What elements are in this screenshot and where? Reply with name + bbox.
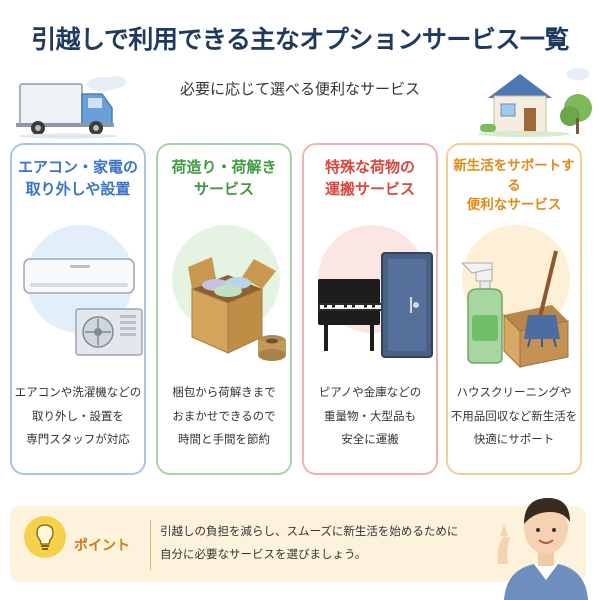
page-subtitle: 必要に応じて選べる便利なサービス bbox=[179, 80, 420, 98]
piano-safe-icon bbox=[318, 252, 433, 358]
service-card-packing: 荷造り・荷解き サービス 梱包から荷解きまで おまかせできるので 時間と手間を節… bbox=[156, 143, 292, 475]
card-description-new-life: ハウスクリーニングや 不用品回収など新生活を 快適にサポート bbox=[450, 385, 578, 447]
point-text: 引越しの負担を減らし、スムーズに新生活を始めるために 自分に必要なサービスを選び… bbox=[160, 524, 459, 561]
page-title: 引越しで利用できる主なオプションサービス一覧 bbox=[31, 25, 569, 54]
service-card-aircon: エアコン・家電の 取り外しや設置 エアコンや洗濯機などの 取り外し・設置を 専門… bbox=[10, 143, 146, 475]
service-card-special-items: 特殊な荷物の 運搬サービス ピアノや金庫などの 重量物・大型品も 安全に運搬 bbox=[302, 143, 438, 475]
service-card-new-life: 新生活をサポートする 便利なサービス ハウスクリーニングや 不用品回収など新生活… bbox=[446, 143, 582, 475]
house-icon bbox=[478, 68, 592, 137]
point-divider bbox=[150, 520, 151, 570]
moving-truck-icon bbox=[16, 76, 126, 139]
point-box bbox=[10, 506, 586, 582]
card-title-special-items: 特殊な荷物の 運搬サービス bbox=[324, 158, 415, 198]
air-conditioner-icon bbox=[23, 258, 143, 356]
card-title-aircon: エアコン・家電の 取り外しや設置 bbox=[17, 158, 138, 198]
card-description-special-items: ピアノや金庫などの 重量物・大型品も 安全に運搬 bbox=[318, 385, 422, 447]
lightbulb-icon bbox=[24, 516, 66, 558]
point-label: ポイント bbox=[74, 538, 130, 554]
cleaning-supplies-icon bbox=[460, 250, 569, 369]
staff-person-icon bbox=[497, 498, 588, 600]
card-description-packing: 梱包から荷解きまで おまかせできるので 時間と手間を節約 bbox=[172, 385, 276, 447]
card-description-aircon: エアコンや洗濯機などの 取り外し・設置を 専門スタッフが対応 bbox=[14, 385, 142, 447]
cardboard-box-icon bbox=[188, 257, 286, 361]
card-title-new-life: 新生活をサポートする 便利なサービス bbox=[453, 158, 575, 214]
card-title-packing: 荷造り・荷解き サービス bbox=[171, 158, 277, 198]
